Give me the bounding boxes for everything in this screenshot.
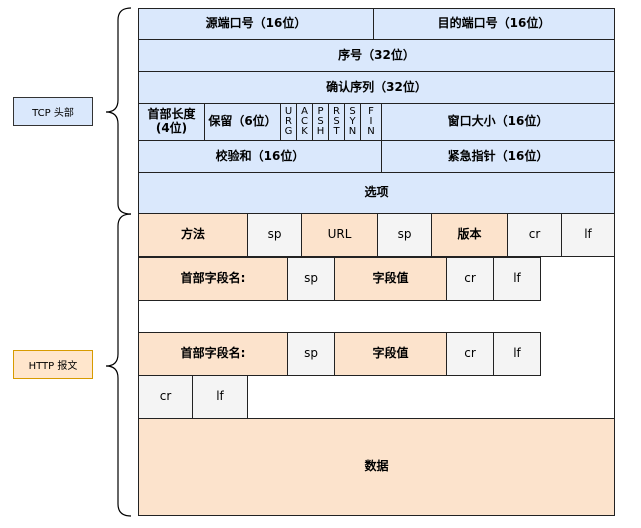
- http-message-label: HTTP 报文: [13, 350, 93, 379]
- http-header-lf-2: lf: [493, 332, 541, 376]
- http-blank-cr: cr: [138, 375, 193, 419]
- http-request-lf: lf: [561, 213, 615, 257]
- tcp-src-port: 源端口号（16位）: [138, 8, 374, 40]
- tcp-sequence-number: 序号（32位）: [138, 39, 615, 72]
- http-header-value-1: 字段值: [334, 257, 447, 301]
- http-version: 版本: [431, 213, 508, 257]
- tcp-window-size: 窗口大小（16位）: [381, 103, 615, 141]
- http-body: 数据: [138, 418, 615, 516]
- tcp-header-length: 首部长度 (4位): [138, 103, 205, 141]
- http-header-lf-1: lf: [493, 257, 541, 301]
- http-url: URL: [301, 213, 378, 257]
- tcp-brace: [105, 7, 132, 215]
- tcp-reserved: 保留（6位）: [204, 103, 281, 141]
- http-request-cr: cr: [507, 213, 562, 257]
- http-header-sp-1: sp: [287, 257, 335, 301]
- http-header-cr-1: cr: [446, 257, 494, 301]
- http-header-cr-2: cr: [446, 332, 494, 376]
- http-brace: [105, 213, 132, 517]
- tcp-header-label: TCP 头部: [13, 97, 93, 126]
- http-method: 方法: [138, 213, 248, 257]
- tcp-flag-urg: U R G: [280, 103, 297, 141]
- tcp-flag-fin: F I N: [360, 103, 382, 141]
- tcp-checksum: 校验和（16位）: [138, 140, 382, 173]
- http-header-value-2: 字段值: [334, 332, 447, 376]
- http-header-name-1: 首部字段名:: [138, 257, 288, 301]
- tcp-options: 选项: [138, 172, 615, 214]
- tcp-flag-psh: P S H: [312, 103, 329, 141]
- tcp-flag-syn: S Y N: [344, 103, 361, 141]
- http-blank-lf: lf: [192, 375, 248, 419]
- tcp-urgent-pointer: 紧急指针（16位）: [381, 140, 615, 173]
- tcp-dst-port: 目的端口号（16位）: [373, 8, 615, 40]
- tcp-flag-rst: R S T: [328, 103, 345, 141]
- http-sp-2: sp: [377, 213, 432, 257]
- tcp-ack-number: 确认序列（32位）: [138, 71, 615, 104]
- tcp-flag-ack: A C K: [296, 103, 313, 141]
- http-header-name-2: 首部字段名:: [138, 332, 288, 376]
- http-sp-1: sp: [247, 213, 302, 257]
- http-header-sp-2: sp: [287, 332, 335, 376]
